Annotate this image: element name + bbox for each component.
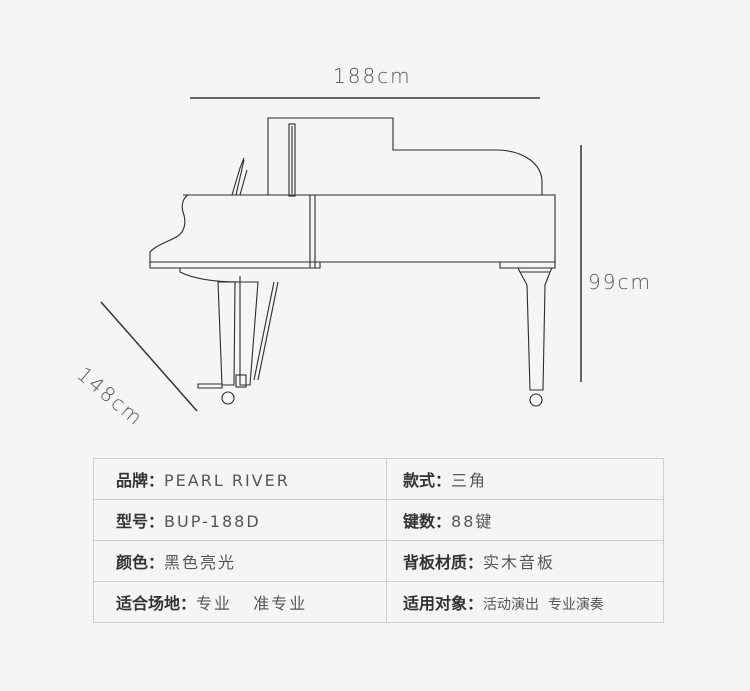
- spec-key: 键数：: [403, 512, 452, 531]
- pedal-lyre: [253, 281, 279, 381]
- spec-value: 三角: [451, 471, 488, 490]
- spec-key: 款式：: [403, 471, 452, 490]
- spec-cell-color: 颜色：黑色亮光: [93, 540, 387, 582]
- spec-value: 实木音板: [483, 553, 556, 572]
- spec-row: 颜色：黑色亮光 背板材质：实木音板: [93, 540, 664, 582]
- rear-leg: [519, 271, 551, 391]
- rear-caster: [529, 393, 543, 407]
- spec-cell-audience: 适用对象：活动演出 专业演奏: [386, 581, 664, 623]
- height-label: 99cm: [588, 270, 652, 294]
- spec-value: 专业 准专业: [196, 594, 308, 613]
- spec-value: PEARL RIVER: [164, 471, 290, 490]
- spec-row: 型号：BUP-188D 键数：88键: [93, 499, 664, 541]
- spec-key: 型号：: [116, 512, 165, 531]
- spec-key: 背板材质：: [403, 553, 484, 572]
- spec-cell-venue: 适合场地：专业 准专业: [93, 581, 387, 623]
- spec-value: 黑色亮光: [164, 553, 237, 572]
- spec-value: BUP-188D: [164, 512, 261, 531]
- music-desk: [231, 157, 245, 196]
- spec-key: 品牌：: [116, 471, 165, 490]
- depth-dimension-line: [100, 301, 198, 412]
- spec-row: 适合场地：专业 准专业 适用对象：活动演出 专业演奏: [93, 581, 664, 623]
- spec-cell-soundboard: 背板材质：实木音板: [386, 540, 664, 582]
- spec-cell-style: 款式：三角: [386, 458, 664, 500]
- spec-cell-model: 型号：BUP-188D: [93, 499, 387, 541]
- spec-row: 品牌：PEARL RIVER 款式：三角: [93, 458, 664, 500]
- spec-key: 颜色：: [116, 553, 165, 572]
- spec-cell-brand: 品牌：PEARL RIVER: [93, 458, 387, 500]
- spec-table: 品牌：PEARL RIVER 款式：三角 型号：BUP-188D 键数：88键 …: [93, 458, 664, 623]
- piano-dimension-diagram: 188cm 99cm 148cm: [73, 64, 652, 431]
- spec-value: 活动演出 专业演奏: [483, 597, 604, 613]
- spec-cell-keys: 键数：88键: [386, 499, 664, 541]
- grand-piano-drawing: [100, 97, 582, 412]
- front-leg-2: [239, 281, 259, 386]
- width-label: 188cm: [333, 64, 412, 88]
- piano-body: [149, 194, 556, 269]
- lid-prop: [288, 123, 296, 197]
- pedals: [197, 383, 223, 389]
- spec-key: 适用对象：: [403, 594, 484, 613]
- piano-lid: [267, 117, 543, 195]
- spec-key: 适合场地：: [116, 594, 197, 613]
- front-caster: [221, 391, 235, 405]
- spec-value: 88键: [451, 512, 494, 531]
- front-leg: [217, 281, 236, 386]
